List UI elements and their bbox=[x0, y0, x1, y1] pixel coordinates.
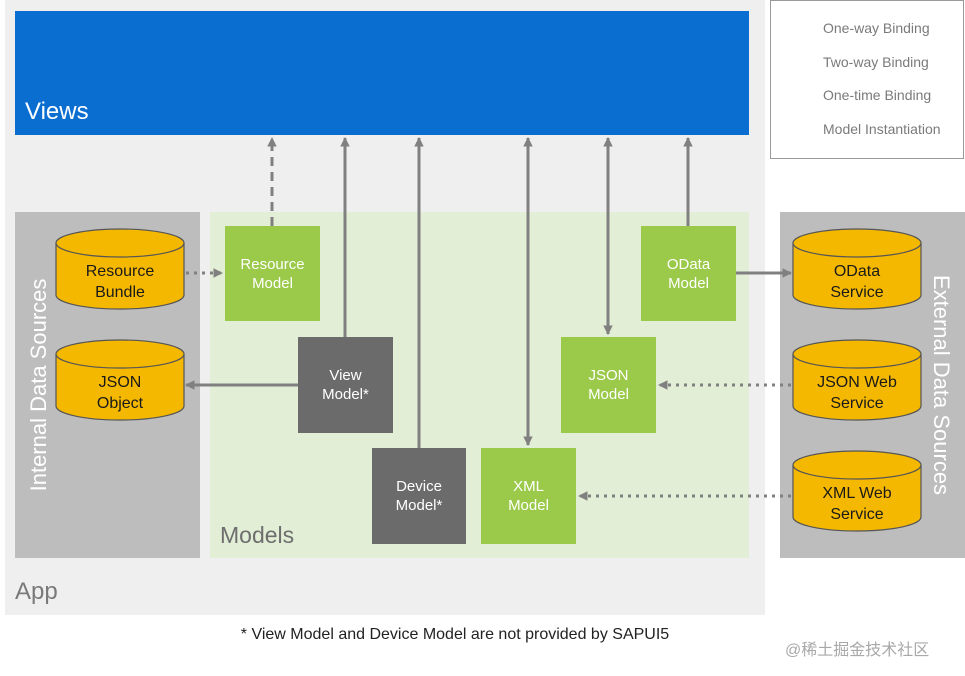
view-model-box: View Model* bbox=[298, 337, 393, 433]
xml-model-box: XML Model bbox=[481, 448, 576, 544]
views-layer bbox=[15, 11, 749, 135]
odata-model-box: OData Model bbox=[641, 226, 736, 321]
resource-model-box: Resource Model bbox=[225, 226, 320, 321]
json-object-label: JSON Object bbox=[96, 374, 144, 412]
legend bbox=[770, 0, 964, 159]
watermark: @稀土掘金技术社区 bbox=[785, 642, 930, 659]
legend-two-way-label: Two-way Binding bbox=[823, 54, 929, 70]
legend-one-time-label: One-time Binding bbox=[823, 87, 932, 103]
footnote: * View Model and Device Model are not pr… bbox=[240, 626, 670, 643]
xml-web-service-label: XML Web Service bbox=[822, 485, 892, 523]
xml-web-service-cylinder bbox=[792, 450, 922, 532]
legend-instantiation-label: Model Instantiation bbox=[823, 121, 941, 137]
app-label: App bbox=[15, 578, 58, 605]
json-web-service-label: JSON Web Service bbox=[817, 374, 897, 412]
views-label: Views bbox=[25, 98, 89, 125]
odata-service-cylinder bbox=[792, 228, 922, 310]
legend-one-way-label: One-way Binding bbox=[823, 20, 930, 36]
device-model-box: Device Model* bbox=[372, 448, 466, 544]
resource-bundle-label: Resource Bundle bbox=[85, 263, 155, 301]
odata-service-label: OData Service bbox=[830, 263, 884, 301]
json-model-box: JSON Model bbox=[561, 337, 656, 433]
resource-bundle-cylinder bbox=[55, 228, 185, 310]
models-label: Models bbox=[220, 522, 295, 548]
json-object-cylinder bbox=[55, 339, 185, 421]
json-web-service-cylinder bbox=[792, 339, 922, 421]
